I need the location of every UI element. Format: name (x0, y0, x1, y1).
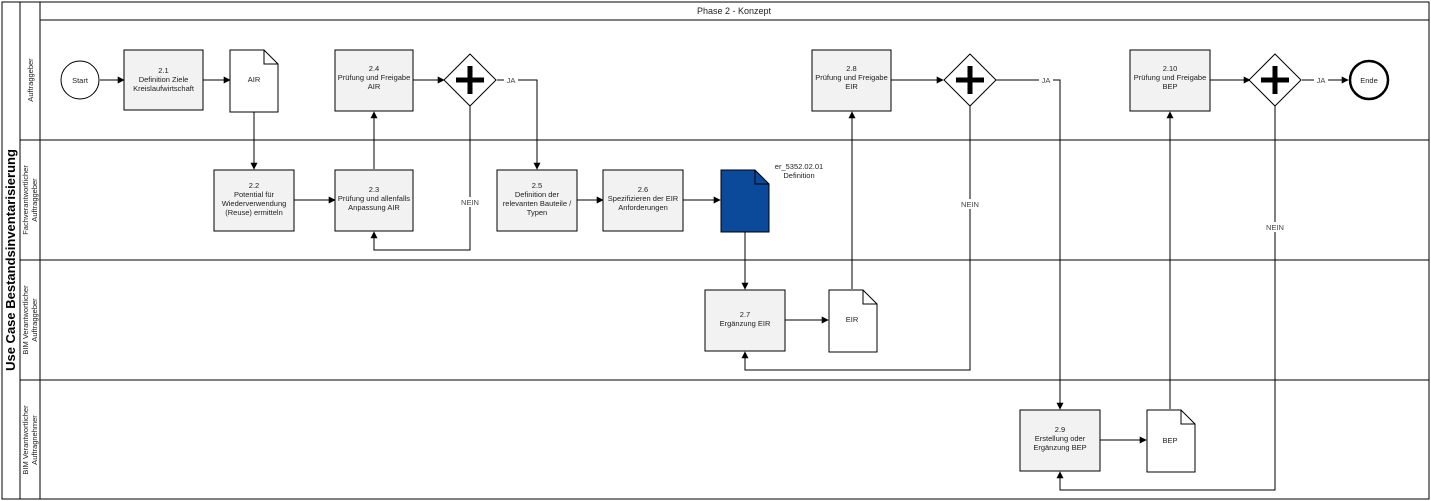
document-bep-label: BEP (1162, 436, 1177, 445)
task-2-2[interactable]: 2.2 Potential für Wiederverwendung (Reus… (213, 169, 295, 232)
document-eir[interactable]: EIR (828, 289, 878, 353)
document-definition[interactable] (720, 169, 770, 233)
task-2-8-line1: Prüfung und Freigabe (815, 73, 888, 82)
task-2-7[interactable]: 2.7 Ergänzung EIR (704, 289, 786, 352)
lane-label-fach-2: Auftraggeber (30, 178, 39, 222)
task-2-2-line3: (Reuse) ermitteln (225, 208, 283, 217)
label-nein-2: NEIN (961, 200, 979, 209)
label-ja-3: JA (1317, 76, 1326, 85)
document-eir-label: EIR (846, 315, 859, 324)
task-2-1[interactable]: 2.1 Definition Ziele Kreislaufwirtschaft (123, 49, 204, 111)
edge-labels: JA JA JA NEIN NEIN NEIN (458, 75, 1328, 232)
document-air[interactable]: AIR (229, 49, 279, 113)
label-nein-1: NEIN (461, 198, 479, 207)
task-2-4-num: 2.4 (369, 64, 379, 73)
label-ja-2: JA (1042, 76, 1051, 85)
end-event: Ende (1348, 59, 1390, 101)
task-2-1-line1: Definition Ziele (139, 75, 189, 84)
task-2-5-line3: Typen (527, 208, 547, 217)
task-2-5[interactable]: 2.5 Definition der relevanten Bauteile /… (496, 169, 578, 232)
lane-label-bim-an-1: BIM Verantwortlicher (21, 405, 30, 475)
task-2-4[interactable]: 2.4 Prüfung und Freigabe AIR (334, 49, 414, 112)
task-2-10-line1: Prüfung und Freigabe (1134, 73, 1207, 82)
task-2-4-line1: Prüfung und Freigabe (338, 73, 411, 82)
document-bep[interactable]: BEP (1146, 409, 1196, 473)
end-label: Ende (1360, 76, 1378, 85)
label-nein-3: NEIN (1266, 223, 1284, 232)
task-2-9-line2: Ergänzung BEP (1033, 443, 1086, 452)
task-2-8-num: 2.8 (846, 64, 856, 73)
gateway-eir[interactable] (943, 53, 997, 107)
start-event: Start (60, 60, 100, 100)
gateway-air[interactable] (443, 53, 497, 107)
task-2-2-line1: Potential für (234, 190, 275, 199)
task-2-6-num: 2.6 (638, 185, 648, 194)
lane-label-auftraggeber: Auftraggeber (26, 58, 35, 102)
lane-label-bim-an-2: Auftragnehmer (30, 415, 39, 465)
gateway-bep[interactable] (1248, 53, 1302, 107)
task-2-2-num: 2.2 (249, 181, 259, 190)
task-2-9[interactable]: 2.9 Erstellung oder Ergänzung BEP (1019, 409, 1101, 472)
task-2-9-line1: Erstellung oder (1035, 434, 1086, 443)
connectors (100, 76, 1349, 491)
lane-label-bim-ag-1: BIM Verantwortlicher (21, 285, 30, 355)
document-definition-id: er_5352.02.01 (775, 162, 823, 171)
task-2-8-line2: EIR (845, 82, 858, 91)
task-2-2-line2: Wiederverwendung (222, 199, 287, 208)
document-air-label: AIR (248, 75, 261, 84)
task-2-1-num: 2.1 (158, 66, 168, 75)
phase-header: Phase 2 - Konzept (697, 6, 772, 16)
task-2-5-num: 2.5 (532, 181, 542, 190)
lane-label-bim-ag-2: Auftraggeber (30, 298, 39, 342)
task-2-5-line1: Definition der (515, 190, 560, 199)
task-2-8[interactable]: 2.8 Prüfung und Freigabe EIR (811, 49, 892, 112)
start-label: Start (72, 76, 89, 85)
task-2-4-line2: AIR (368, 82, 381, 91)
document-definition-label: Definition (783, 171, 814, 180)
task-2-10[interactable]: 2.10 Prüfung und Freigabe BEP (1129, 49, 1211, 112)
task-2-3[interactable]: 2.3 Prüfung und allenfalls Anpassung AIR (334, 169, 414, 232)
pool-title: Use Case Bestandsinventarisierung (3, 149, 18, 371)
task-2-10-line2: BEP (1162, 82, 1177, 91)
task-2-3-line2: Anpassung AIR (348, 203, 400, 212)
task-2-10-num: 2.10 (1163, 64, 1178, 73)
task-2-7-line1: Ergänzung EIR (720, 319, 771, 328)
task-2-3-line1: Prüfung und allenfalls (338, 194, 410, 203)
lane-label-fach-1: Fachverantwortlicher (21, 165, 30, 235)
task-2-6-line1: Spezifizieren der EIR (608, 194, 679, 203)
task-2-3-num: 2.3 (369, 185, 379, 194)
task-2-1-line2: Kreislaufwirtschaft (133, 84, 195, 93)
task-2-9-num: 2.9 (1055, 425, 1065, 434)
label-ja-1: JA (507, 76, 516, 85)
task-2-7-num: 2.7 (740, 310, 750, 319)
task-2-5-line2: relevanten Bauteile / (503, 199, 572, 208)
task-2-6[interactable]: 2.6 Spezifizieren der EIR Anforderungen (602, 169, 684, 232)
task-2-6-line2: Anforderungen (618, 203, 668, 212)
